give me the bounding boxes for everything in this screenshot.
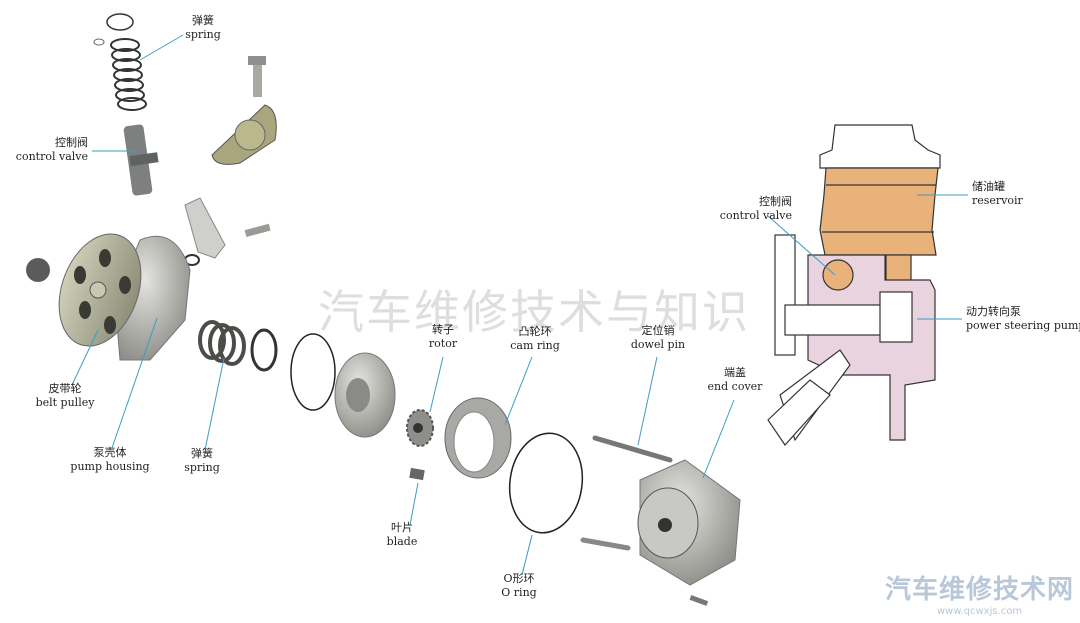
label-en: power steering pump xyxy=(966,319,1080,332)
bolt-and-cover-plate xyxy=(211,56,277,165)
leader-lines xyxy=(71,34,968,576)
label-en: control valve xyxy=(719,209,792,222)
label-en: O ring xyxy=(501,586,537,599)
label-en: belt pulley xyxy=(35,396,95,409)
brand-watermark-url: www.qcwxjs.com xyxy=(936,606,1023,617)
label-zh: 转子 xyxy=(432,323,454,336)
label-en: rotor xyxy=(428,337,458,350)
brand-watermark: 汽车维修技术网 www.qcwxjs.com xyxy=(885,569,1074,617)
label-zh: 定位销 xyxy=(641,324,675,337)
label-zh: 控制阀 xyxy=(759,195,792,208)
label-zh: O形环 xyxy=(503,572,535,585)
spring-bottom-part xyxy=(198,320,246,366)
label-zh: 动力转向泵 xyxy=(966,305,1021,318)
label-en: control valve xyxy=(15,150,88,163)
control-valve-part xyxy=(123,124,159,196)
label-en: cam ring xyxy=(510,339,560,352)
label-zh: 储油罐 xyxy=(972,180,1005,193)
label-zh: 弹簧 xyxy=(192,14,214,27)
cam-ring-part xyxy=(444,397,512,479)
spring-top-part xyxy=(93,13,147,111)
label-zh: 泵壳体 xyxy=(93,446,127,459)
label-en: dowel pin xyxy=(630,338,686,351)
small-o-ring xyxy=(250,328,278,372)
label-zh: 弹簧 xyxy=(191,447,213,460)
label-en: pump housing xyxy=(70,460,150,473)
label-en: reservoir xyxy=(972,194,1023,207)
dowel-pin-part xyxy=(592,435,673,463)
rotor-part xyxy=(406,409,434,447)
watermark-text: 汽车维修技术与知识 xyxy=(318,285,750,339)
pump-cross-section xyxy=(767,124,941,446)
brand-watermark-title: 汽车维修技术网 xyxy=(884,575,1074,605)
label-zh: 叶片 xyxy=(391,521,413,534)
label-zh: 凸轮环 xyxy=(518,325,552,338)
pressure-plate xyxy=(334,352,396,438)
label-en: spring xyxy=(185,28,221,41)
blade-part xyxy=(409,467,425,481)
large-o-ring-left xyxy=(290,333,336,411)
label-en: blade xyxy=(386,535,418,548)
dowel-pin-part-2 xyxy=(580,537,631,551)
label-zh: 控制阀 xyxy=(55,136,88,149)
label-zh: 端盖 xyxy=(724,366,746,379)
belt-pulley-and-housing xyxy=(58,233,191,361)
label-zh: 皮带轮 xyxy=(48,382,82,395)
end-cover-part xyxy=(637,459,741,606)
label-en: spring xyxy=(184,461,220,474)
label-en: end cover xyxy=(707,380,763,393)
o-ring-part xyxy=(508,432,584,534)
